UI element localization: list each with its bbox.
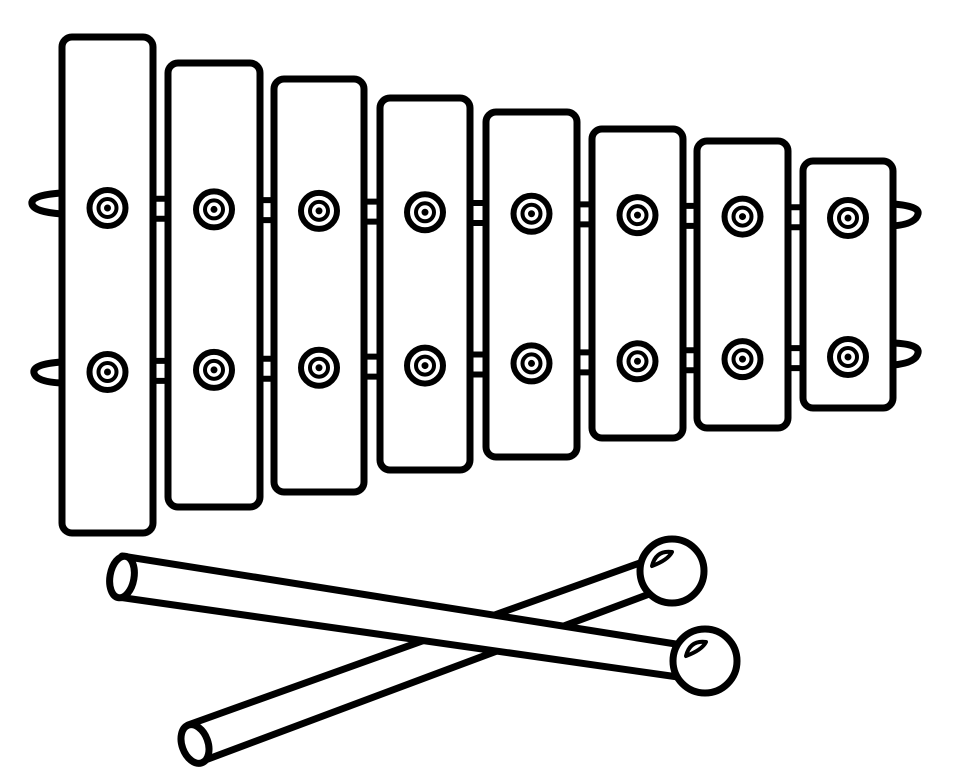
mallets bbox=[106, 535, 741, 767]
xylophone-bar bbox=[58, 33, 157, 537]
rail-top-loop-left bbox=[28, 189, 66, 218]
screw-icon bbox=[193, 348, 235, 391]
xylophone-bar bbox=[270, 75, 368, 496]
screw-icon bbox=[404, 191, 446, 234]
mallet-stick-end bbox=[106, 552, 138, 602]
bar-plate bbox=[482, 108, 581, 461]
screw-icon bbox=[404, 344, 446, 387]
screw-icon bbox=[721, 195, 764, 238]
bar-plate bbox=[164, 59, 264, 511]
mallet-head bbox=[669, 625, 741, 697]
screw-icon bbox=[298, 346, 340, 389]
screw-icon bbox=[193, 188, 235, 231]
screw-icon bbox=[721, 338, 764, 381]
rails bbox=[28, 189, 922, 387]
screw-icon bbox=[86, 187, 129, 229]
rail-bottom-loop-right bbox=[889, 339, 922, 369]
xylophone-bar bbox=[799, 157, 897, 412]
xylophone-bar bbox=[588, 125, 687, 442]
bar-plate bbox=[58, 33, 157, 537]
bar-plate bbox=[693, 137, 792, 432]
bar-plate bbox=[588, 125, 687, 442]
screw-icon bbox=[510, 192, 553, 235]
xylophone-bar bbox=[482, 108, 581, 461]
screw-icon bbox=[616, 194, 659, 237]
mallet-head bbox=[636, 535, 708, 607]
rail-bottom-loop-left bbox=[30, 358, 66, 387]
bar-plate bbox=[799, 157, 897, 412]
screw-icon bbox=[616, 340, 659, 383]
bars bbox=[58, 33, 897, 537]
mallet-front bbox=[106, 552, 741, 697]
screw-icon bbox=[827, 197, 869, 239]
bar-plate bbox=[270, 75, 368, 496]
mallet-highlight bbox=[650, 549, 674, 568]
screw-icon bbox=[86, 351, 129, 393]
bar-plate bbox=[376, 94, 474, 474]
screw-icon bbox=[510, 342, 553, 385]
xylophone-bar bbox=[164, 59, 264, 511]
mallet-stick-end bbox=[177, 721, 213, 767]
screw-icon bbox=[298, 189, 340, 232]
rail-top-loop-right bbox=[889, 200, 922, 230]
screw-icon bbox=[827, 336, 869, 378]
xylophone-bar bbox=[376, 94, 474, 474]
mallet-highlight bbox=[684, 639, 708, 658]
xylophone-bar bbox=[693, 137, 792, 432]
